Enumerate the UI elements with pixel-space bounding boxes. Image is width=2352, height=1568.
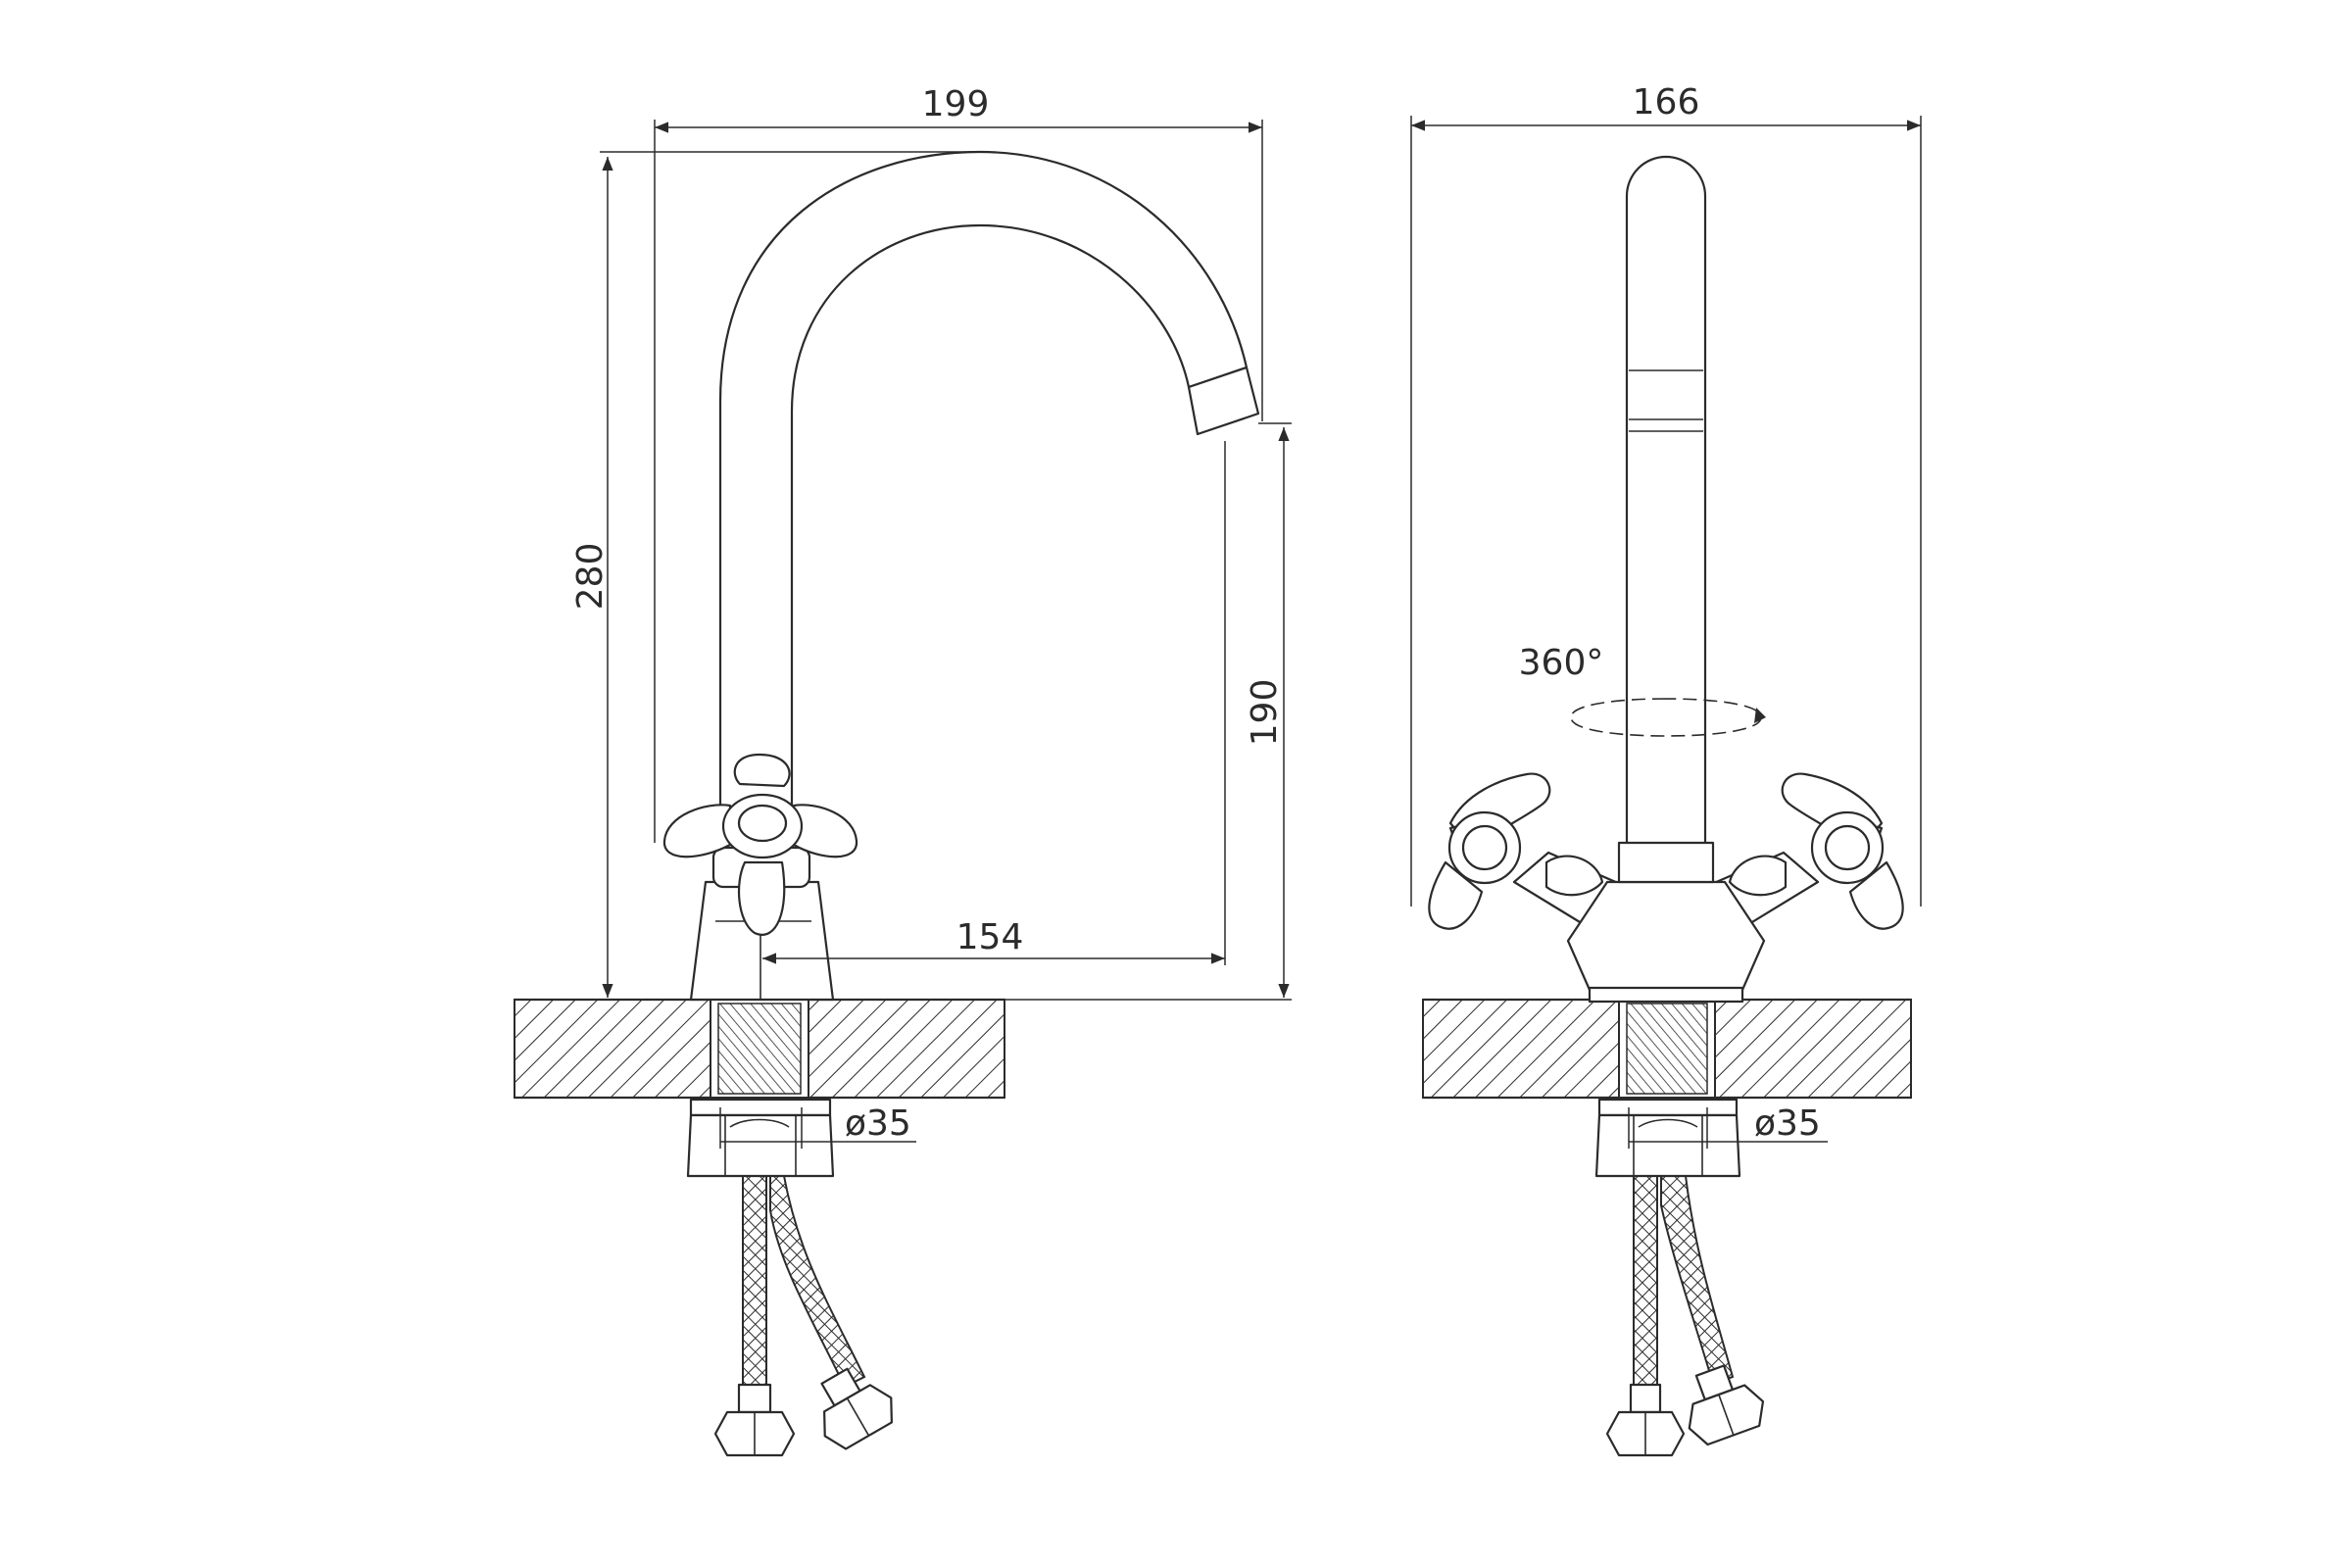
flex-hoses-front [1605, 1175, 1765, 1457]
cross-handle-right [1781, 772, 1904, 930]
dim-label-154: 154 [956, 917, 1024, 957]
dim-label-mount-hole-side: ø35 [845, 1103, 911, 1144]
spout-side [718, 150, 1249, 904]
rotation-label: 360° [1519, 643, 1604, 683]
mounting-nut-front [1594, 1098, 1741, 1178]
rotation-indicator [1570, 698, 1766, 737]
cross-handle-left [1428, 772, 1551, 930]
flex-hoses-side [713, 1175, 893, 1457]
dim-label-280: 280 [570, 543, 611, 611]
front-view: 360° [1410, 82, 1922, 1457]
spout-front [1625, 155, 1707, 859]
dim-label-190: 190 [1245, 679, 1285, 747]
side-view: 199 280 190 154 ø35 [513, 84, 1292, 1457]
dim-label-mount-hole-front: ø35 [1754, 1103, 1821, 1144]
mounting-nut-side [686, 1098, 835, 1178]
cross-handle-side [662, 753, 858, 936]
dim-label-166: 166 [1633, 82, 1700, 122]
tap-body-front [1566, 880, 1766, 992]
dim-label-199: 199 [922, 84, 990, 124]
aerator-side [1187, 366, 1260, 436]
